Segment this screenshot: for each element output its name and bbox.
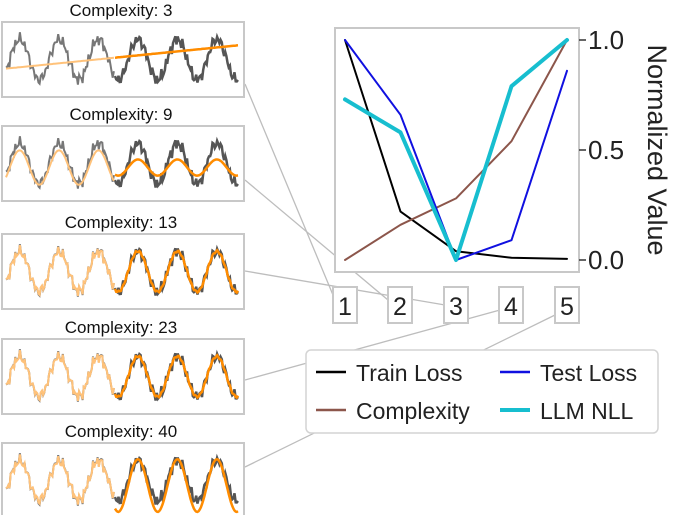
- legend-label: Complexity: [356, 398, 470, 424]
- index-box-label: 5: [560, 293, 574, 321]
- index-box-label: 4: [504, 293, 518, 321]
- observed-test-line: [113, 136, 239, 189]
- panel-frame: [1, 125, 245, 202]
- index-box-label: 3: [449, 293, 463, 321]
- panel-title: Complexity: 23: [65, 318, 177, 337]
- fit-test-line: [113, 457, 239, 514]
- observed-test-line: [113, 32, 239, 85]
- legend-entry: Train Loss: [316, 360, 463, 386]
- fit-test-line: [113, 248, 240, 295]
- series-line-complexity: [344, 39, 568, 261]
- plot-area: [334, 27, 580, 273]
- observed-train-line: [5, 136, 115, 190]
- fit-train-line: [5, 56, 114, 70]
- legend-entry: Test Loss: [500, 360, 637, 386]
- index-box-frame: [498, 286, 524, 324]
- legend-entry: Complexity: [316, 398, 470, 424]
- legend-label: LLM NLL: [540, 398, 634, 424]
- fit-train-line: [5, 349, 115, 402]
- index-box-frame: [554, 286, 580, 324]
- legend-entry: LLM NLL: [500, 398, 634, 424]
- fit-test-line: [113, 353, 240, 400]
- legend-label: Test Loss: [540, 360, 637, 386]
- fit-panel: Complexity: 40: [1, 422, 245, 515]
- panel-title: Complexity: 3: [70, 1, 173, 20]
- fit-train-line: [5, 454, 115, 506]
- panel-title: Complexity: 13: [65, 213, 177, 232]
- observed-train-line: [5, 32, 115, 86]
- y-axis-label: Normalized Value: [642, 44, 672, 255]
- y-tick-label: 0.5: [588, 135, 624, 165]
- index-box-frame: [443, 286, 469, 324]
- legend-label: Train Loss: [356, 360, 463, 386]
- fit-train-line: [5, 244, 115, 297]
- index-box-label: 1: [338, 293, 352, 321]
- y-tick-label: 1.0: [588, 25, 624, 55]
- legend-box: [305, 349, 659, 434]
- index-box-label: 2: [393, 293, 407, 321]
- fit-panel: Complexity: 23: [1, 318, 245, 415]
- fit-test-line: [114, 158, 239, 177]
- index-box: 3: [443, 286, 469, 324]
- index-box: 5: [554, 286, 580, 324]
- connector-line: [244, 179, 389, 301]
- fit-panels: Complexity: 3 Complexity: 9 Complexity: 13…: [1, 1, 245, 515]
- fit-train-line: [5, 149, 115, 186]
- index-boxes: 1 2 3 4 5: [332, 286, 580, 324]
- panel-title: Complexity: 40: [65, 422, 177, 441]
- series-line-train-loss: [344, 39, 568, 260]
- index-box-frame: [387, 286, 413, 324]
- fit-panel: Complexity: 3: [1, 1, 245, 98]
- index-box: 1: [332, 286, 358, 324]
- panel-title: Complexity: 9: [70, 105, 173, 124]
- panel-frame: [1, 338, 245, 415]
- index-box: 4: [498, 286, 524, 324]
- panel-frame: [1, 21, 245, 98]
- index-box: 2: [387, 286, 413, 324]
- y-tick-label: 0.0: [588, 245, 624, 275]
- fit-panel: Complexity: 13: [1, 213, 245, 310]
- series-line-llm-nll: [343, 38, 569, 262]
- panel-frame: [1, 233, 245, 310]
- index-box-frame: [332, 286, 358, 324]
- fit-panel: Complexity: 9: [1, 105, 245, 202]
- fit-test-line: [114, 44, 239, 59]
- connector-line: [244, 83, 334, 296]
